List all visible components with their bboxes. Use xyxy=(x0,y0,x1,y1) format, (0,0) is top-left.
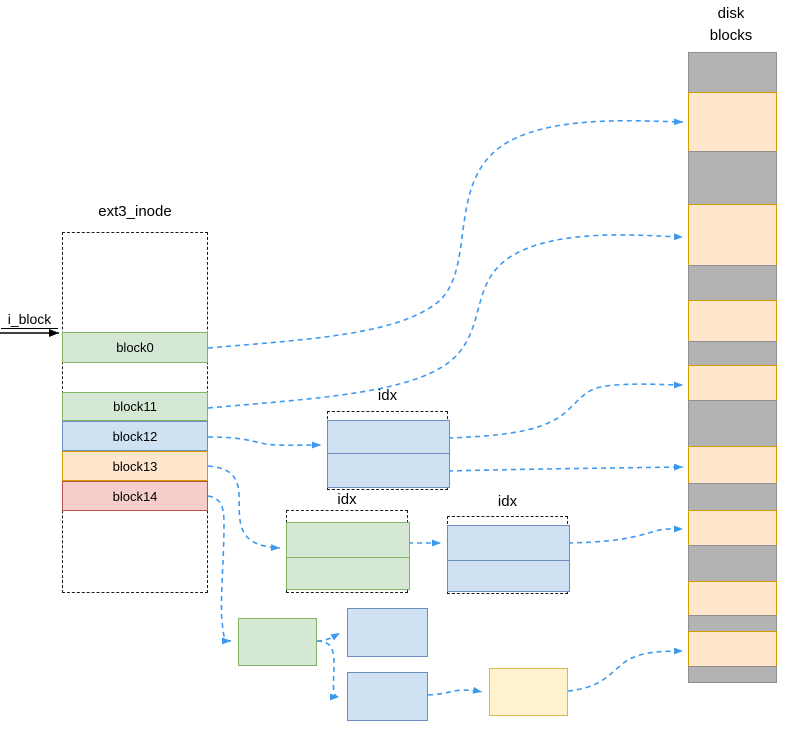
disk-column-title: disk blocks xyxy=(681,3,781,47)
arrow-triple2b-to-triple3 xyxy=(427,686,483,696)
disk-block-7-free xyxy=(688,340,777,366)
disk-block-2-data xyxy=(688,91,777,153)
disk-column xyxy=(688,52,777,683)
arrow-idx-single-to-disk-lower xyxy=(447,463,684,472)
disk-block-12-data xyxy=(688,509,777,546)
disk-block-4-data xyxy=(688,203,777,266)
inode-row-block14: block14 xyxy=(62,481,208,511)
arrow-block14-to-triple1 xyxy=(207,495,232,645)
inode-row-label: block12 xyxy=(112,428,158,444)
disk-block-8-data xyxy=(688,365,777,401)
arrow-block11-to-disk xyxy=(207,233,684,409)
idx-double1-cell xyxy=(286,522,410,558)
arrow-triple1-to-triple2b xyxy=(316,640,340,701)
arrow-triple3-to-disk xyxy=(567,647,684,692)
idx-single-box xyxy=(327,420,450,488)
inode-row-block11: block11 xyxy=(62,392,208,421)
disk-title-line1: disk xyxy=(717,5,745,22)
inode-row-block13: block13 xyxy=(62,451,208,481)
triple-level1-box xyxy=(238,618,317,666)
triple-level2a-box xyxy=(347,608,428,657)
arrow-triple1-to-triple2a xyxy=(316,632,341,642)
disk-block-9-free xyxy=(688,400,777,447)
inode-row-label: block11 xyxy=(113,399,157,414)
idx-single-title: idx xyxy=(377,387,398,404)
disk-block-16-data xyxy=(688,631,777,668)
arrow-idx-double2-to-disk xyxy=(567,525,684,544)
disk-block-15-free xyxy=(688,614,777,633)
triple-level2b-box xyxy=(347,672,428,721)
idx-single-cell xyxy=(327,453,450,488)
idx-double2-title: idx xyxy=(497,493,518,510)
arrow-idx-single-to-disk-upper xyxy=(447,381,684,439)
inode-row-block12: block12 xyxy=(62,421,208,451)
disk-title-line2: blocks xyxy=(709,27,753,44)
idx-double1-cell xyxy=(286,556,410,590)
disk-block-6-data xyxy=(688,299,777,342)
arrow-block13-to-idx-double1 xyxy=(207,465,281,552)
iblock-pointer-label: i_block xyxy=(1,311,58,329)
disk-block-14-data xyxy=(688,580,777,616)
disk-block-11-free xyxy=(688,482,777,511)
inode-row-label: block14 xyxy=(112,488,158,504)
idx-double1-title: idx xyxy=(337,491,357,508)
disk-block-13-free xyxy=(688,544,777,582)
disk-block-3-free xyxy=(688,151,777,205)
idx-double1-box xyxy=(286,522,410,590)
inode-row-label: block13 xyxy=(112,458,158,474)
disk-block-10-data xyxy=(688,445,777,484)
arrow-block0-to-disk xyxy=(207,118,684,349)
triple-level3-box xyxy=(489,668,568,716)
arrow-block12-to-idx-single xyxy=(207,436,322,449)
idx-double2-box xyxy=(447,525,570,592)
disk-block-1-free xyxy=(688,52,777,93)
inode-row-label: block0 xyxy=(116,340,154,355)
disk-block-17-free xyxy=(688,666,777,683)
idx-double2-cell xyxy=(447,559,570,592)
disk-block-5-free xyxy=(688,264,777,301)
idx-double2-cell xyxy=(447,525,570,561)
inode-title: ext3_inode xyxy=(98,203,172,220)
idx-single-cell xyxy=(327,420,450,455)
inode-row-block0: block0 xyxy=(62,332,208,363)
